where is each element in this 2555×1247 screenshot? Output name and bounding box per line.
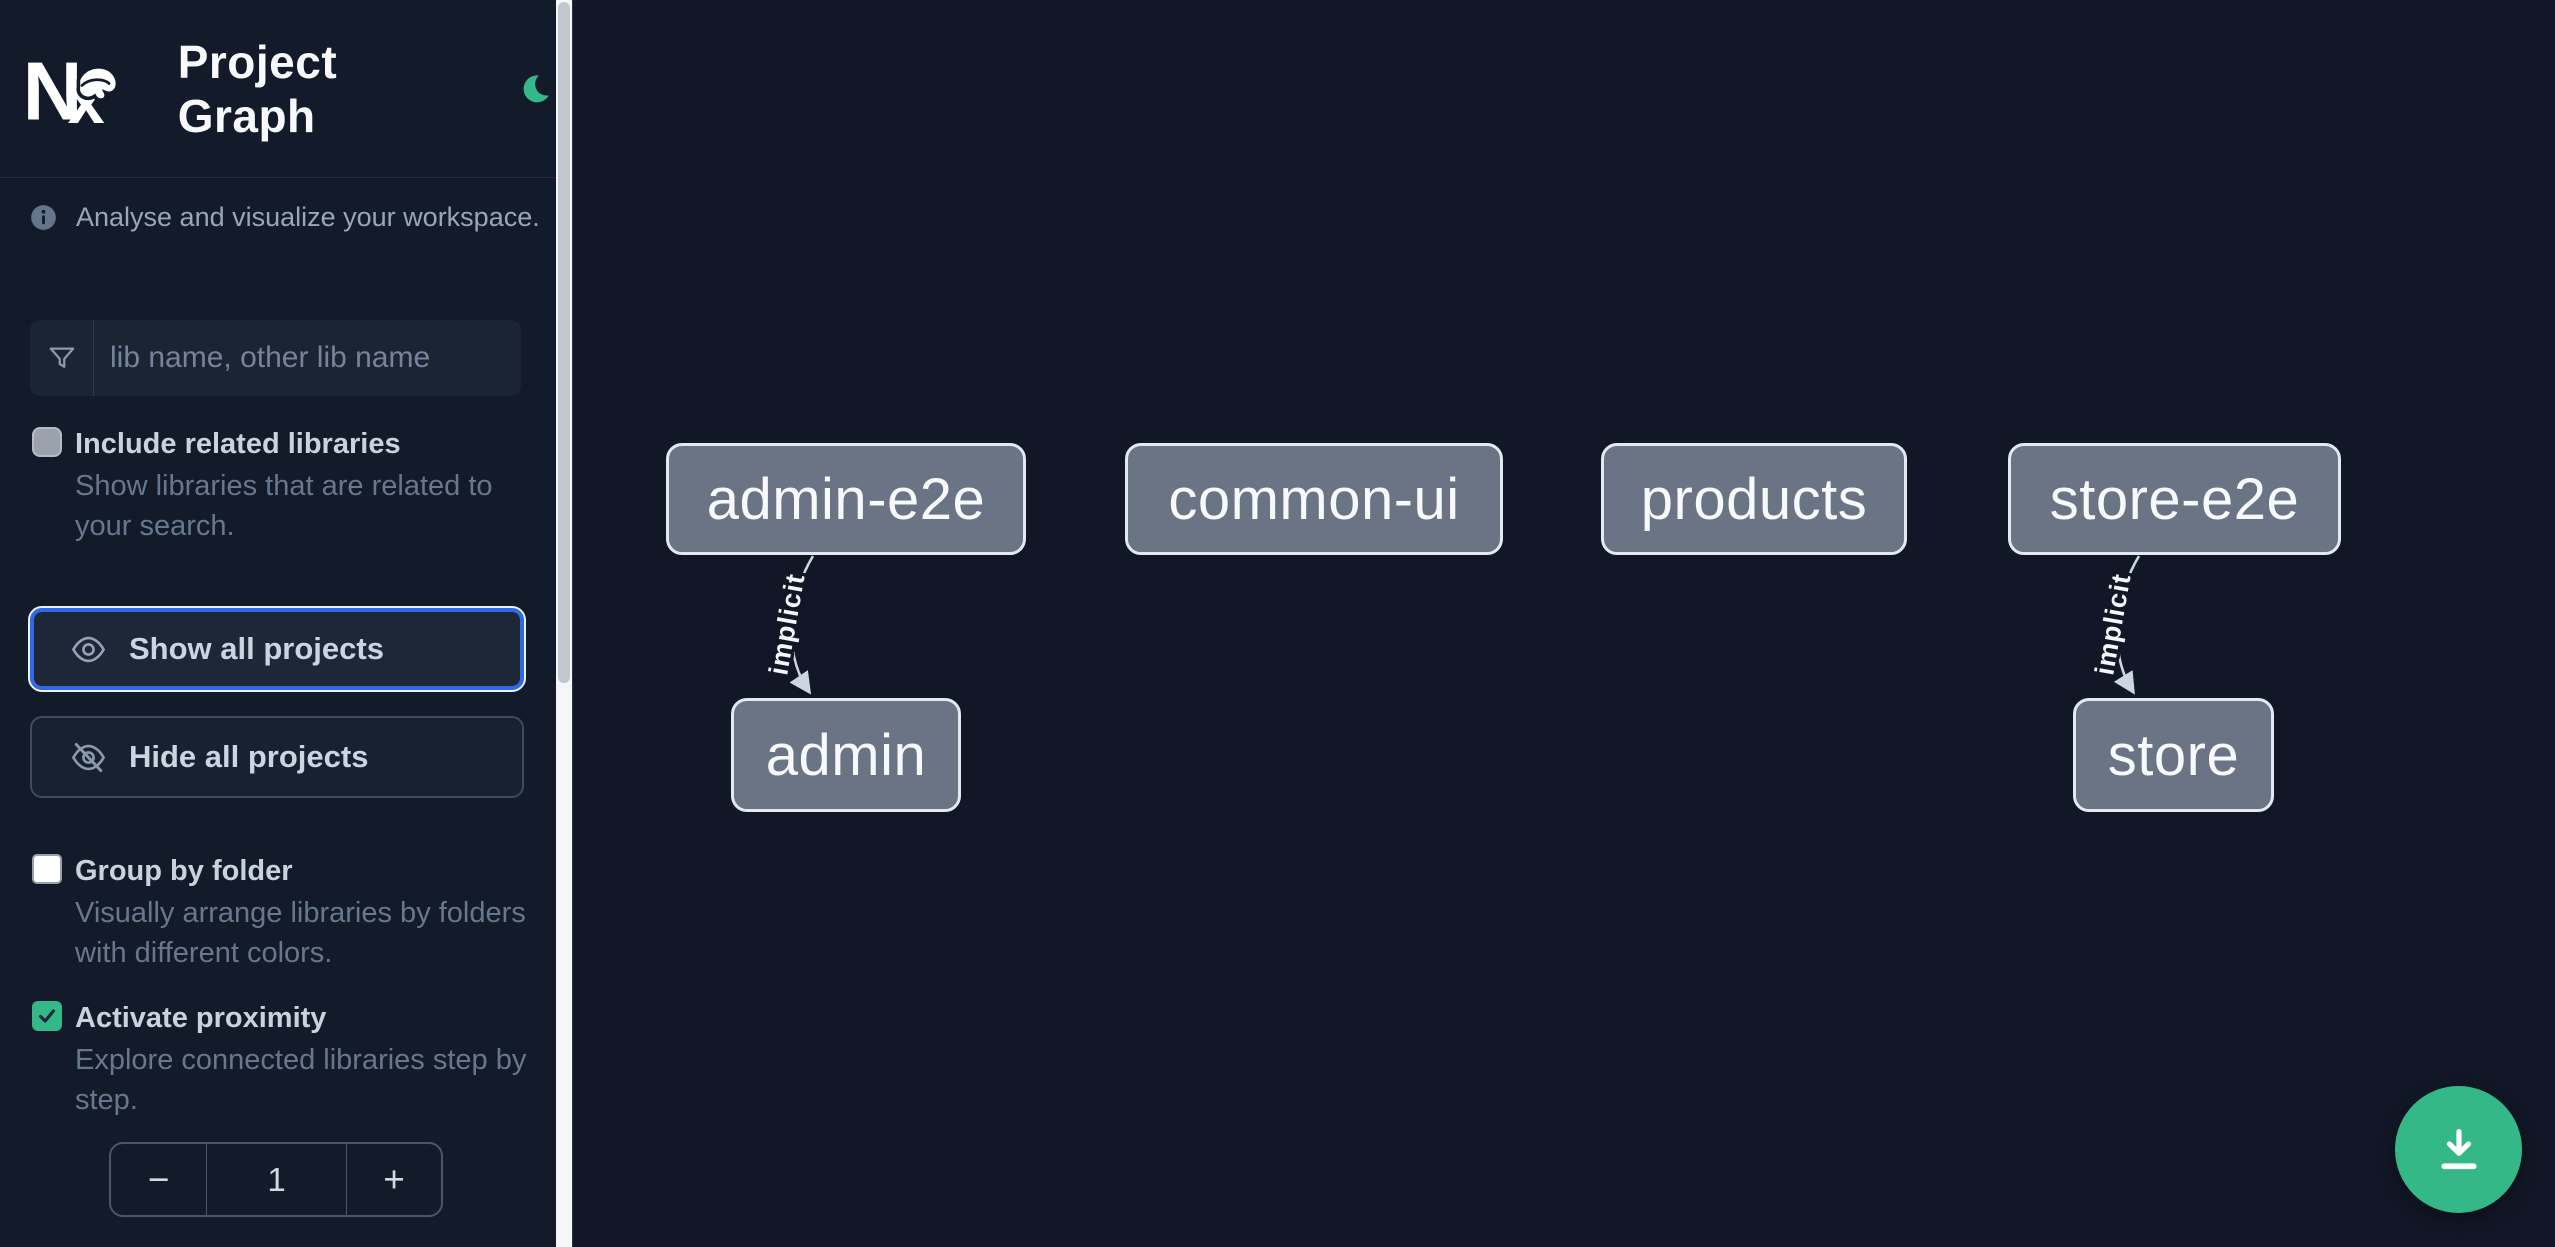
group-by-folder-checkbox[interactable] [32, 854, 62, 884]
sidebar-scrollbar-thumb[interactable] [558, 2, 570, 683]
edge-admin-e2e-to-admin[interactable] [789, 555, 815, 695]
hide-all-projects-button[interactable]: Hide all projects [30, 716, 524, 798]
show-all-projects-label: Show all projects [129, 631, 384, 666]
edge-label-implicit: implicit [763, 571, 810, 677]
option-text: Group by folder Visually arrange librari… [75, 851, 526, 973]
graph-node-products[interactable]: products [1601, 443, 1907, 555]
option-label[interactable]: Include related libraries [75, 428, 401, 460]
graph-node-admin[interactable]: admin [731, 698, 961, 812]
download-icon [2440, 1128, 2477, 1169]
sidebar: N x Project Graph Analyse and visualize … [0, 0, 572, 1247]
filter-funnel-icon [49, 347, 74, 368]
sidebar-scrollbar-track[interactable] [556, 0, 572, 1247]
option-label[interactable]: Activate proximity [75, 1002, 327, 1034]
download-graph-button[interactable] [2395, 1086, 2522, 1213]
eye-off-icon [71, 742, 106, 772]
page-title: Project Graph [177, 35, 338, 142]
include-related-libraries-checkbox[interactable] [32, 427, 62, 457]
show-all-projects-button[interactable]: Show all projects [28, 606, 526, 692]
hide-all-projects-label: Hide all projects [129, 739, 369, 774]
search-input[interactable] [94, 320, 521, 396]
eye-icon [71, 636, 106, 662]
option-include-related-libraries: Include related libraries Show libraries… [32, 424, 524, 546]
graph-canvas[interactable]: implicit implicit admin-e2e common-ui pr… [572, 0, 2555, 1247]
increment-button[interactable]: + [346, 1144, 441, 1215]
stepper-value: 1 [267, 1160, 286, 1198]
graph-node-common-ui[interactable]: common-ui [1125, 443, 1503, 555]
graph-node-store[interactable]: store [2073, 698, 2274, 812]
svg-text:N: N [28, 53, 82, 125]
option-group-by-folder: Group by folder Visually arrange librari… [32, 851, 526, 973]
edge-store-e2e-to-store[interactable] [2113, 555, 2141, 695]
option-text: Activate proximity Explore connected lib… [75, 998, 526, 1120]
graph-edges-layer: implicit implicit [760, 555, 2141, 695]
option-text: Include related libraries Show libraries… [75, 424, 524, 546]
option-description: Explore connected libraries step by step… [75, 1044, 527, 1116]
checkmark-icon [39, 1009, 55, 1023]
decrement-button[interactable]: − [111, 1144, 207, 1215]
sidebar-header: N x Project Graph [0, 0, 556, 178]
edge-label-implicit: implicit [2089, 571, 2136, 677]
workspace-tagline-row: Analyse and visualize your workspace. [30, 202, 540, 233]
search-box [30, 320, 521, 396]
workspace-tagline: Analyse and visualize your workspace. [76, 202, 540, 232]
option-activate-proximity: Activate proximity Explore connected lib… [32, 998, 526, 1120]
option-label[interactable]: Group by folder [75, 855, 293, 887]
graph-node-admin-e2e[interactable]: admin-e2e [666, 443, 1026, 555]
graph-node-store-e2e[interactable]: store-e2e [2008, 443, 2341, 555]
nx-logo-icon: N x [28, 53, 120, 125]
activate-proximity-checkbox[interactable] [32, 1001, 62, 1031]
moon-icon [523, 74, 550, 102]
filter-icon-cell [30, 320, 94, 396]
option-description: Visually arrange libraries by folders wi… [75, 897, 526, 969]
proximity-depth-stepper: − 1 + [109, 1142, 443, 1217]
info-icon [31, 205, 56, 230]
theme-toggle-button[interactable] [515, 67, 556, 111]
option-description: Show libraries that are related to your … [75, 470, 493, 542]
